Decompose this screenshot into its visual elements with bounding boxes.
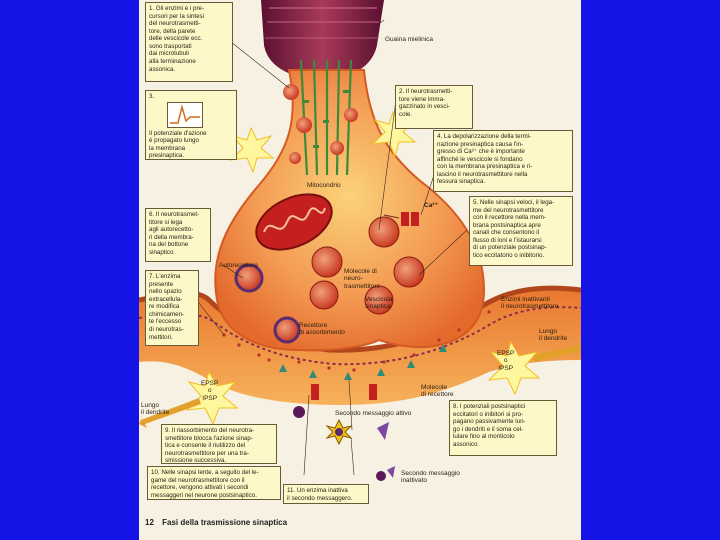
slide-page: Guaina mielinica Mitocondrio Ca²⁺ Autore… — [139, 0, 581, 540]
callout-5: 5. Nelle sinapsi veloci, il lega- me del… — [469, 196, 573, 266]
ion-channel — [369, 384, 377, 400]
inactivated-messenger — [376, 466, 395, 481]
calcium-channel — [383, 212, 419, 226]
action-potential-star-left — [229, 126, 275, 174]
label-epsp-ipsp-right: EPSP o IPSP — [497, 350, 515, 372]
vesicle — [311, 246, 343, 278]
page-number: 12 — [145, 518, 154, 527]
label-second-messenger-inactivated: Secondo messaggio inattivato — [401, 470, 460, 485]
callout-3-number: 3. — [149, 93, 155, 100]
label-synaptic-vesicle: Vescicola sinaptica — [365, 296, 393, 311]
callout-3: 3. Il potenziale d'azione è propagato lu… — [145, 90, 237, 160]
precursor-spheres — [283, 84, 358, 164]
action-potential-graph — [167, 101, 203, 128]
callout-9: 9. Il riassorbimento del neurotra- smett… — [161, 424, 277, 464]
callout-1: 1. Gli enzimi e i pre- cursori per la si… — [145, 2, 233, 82]
second-messenger-active — [325, 418, 353, 446]
leader-lines — [198, 19, 468, 476]
vesicle — [393, 256, 425, 288]
vesicle — [368, 216, 400, 248]
label-second-messenger-active: Secondo messaggio attivo — [335, 410, 412, 417]
second-messenger-triangle — [377, 422, 389, 440]
callout-10: 10. Nelle sinapsi lente, a seguito del l… — [147, 466, 281, 500]
mitochondrion — [255, 193, 333, 251]
callout-11: 11. Un enzima inattiva il secondo messag… — [283, 484, 369, 504]
ion-channel — [311, 384, 319, 400]
callout-8: 8. I potenziali postsinaptici eccitatori… — [449, 400, 557, 456]
label-reuptake-receptor: Recettore di assorbimento — [299, 322, 345, 337]
vesicle — [234, 263, 264, 293]
synaptic-vesicles — [234, 216, 425, 344]
callout-7: 7. L'enzima presente nello spazio extrac… — [145, 270, 199, 346]
receptor-molecules — [279, 344, 447, 380]
myelin-sheath — [261, 0, 384, 80]
label-epsp-ipsp-left: EPSP o IPSP — [201, 380, 219, 402]
label-inactivating-enzymes: Enzimi inattivanti il neurotrasmettitore — [501, 296, 559, 311]
page-footer: 12 Fasi della trasmissione sinaptica — [145, 518, 287, 527]
vesicle — [364, 285, 394, 315]
dendrite-arrow-left — [139, 398, 201, 428]
label-along-dendrite-left: Lungo il dendrite — [141, 402, 170, 417]
vesicle — [309, 280, 339, 310]
dendrite-arrow-right — [534, 340, 581, 362]
callout-6: 6. Il neurotrasmet- titore si lega agli … — [145, 208, 211, 262]
enzyme-dot — [293, 406, 305, 418]
label-receptor-molecules: Molecole di recettore — [421, 384, 454, 399]
label-neurotransmitter-molecules: Molecole di neuro- trasmettitore — [344, 268, 381, 290]
callout-3-text: Il potenziale d'azione è propagato lungo… — [149, 129, 207, 160]
epsp-star-right — [487, 340, 541, 396]
label-along-dendrite-right: Lungo il dendrite — [539, 328, 568, 343]
label-calcium: Ca²⁺ — [424, 202, 438, 209]
vesicle — [273, 316, 301, 344]
label-myelin-sheath: Guaina mielinica — [385, 36, 434, 43]
label-autoreceptor: Autorecettore — [219, 262, 259, 269]
callout-4: 4. La depolarizzazione della termi- nazi… — [433, 130, 573, 192]
footer-title: Fasi della trasmissione sinaptica — [162, 518, 288, 527]
label-mitochondrion: Mitocondrio — [307, 182, 341, 189]
callout-2: 2. Il neurotrasmetti- tore viene imma- g… — [395, 85, 473, 129]
synapse-illustration — [139, 0, 581, 481]
